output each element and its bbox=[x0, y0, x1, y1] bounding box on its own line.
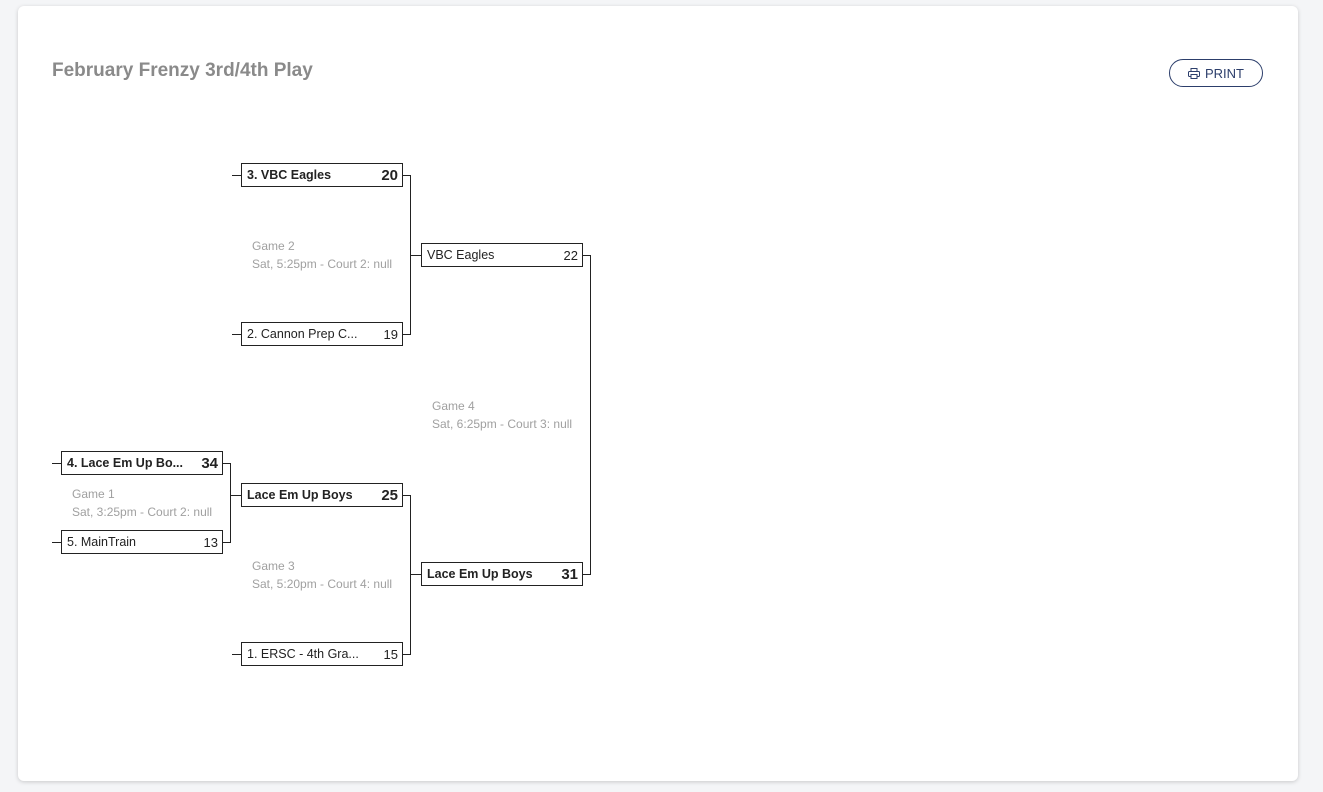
bracket-team-slot[interactable]: 2. Cannon Prep C... 19 bbox=[241, 322, 403, 346]
bracket-team-slot[interactable]: Lace Em Up Boys 25 bbox=[241, 483, 403, 507]
game-info: Game 1 Sat, 3:25pm - Court 2: null bbox=[72, 485, 212, 521]
bracket-team-slot[interactable]: Lace Em Up Boys 31 bbox=[421, 562, 583, 586]
printer-icon bbox=[1188, 67, 1200, 79]
team-name: 1. ERSC - 4th Gra... bbox=[247, 647, 359, 661]
game-time: Sat, 5:25pm - Court 2: null bbox=[252, 257, 393, 271]
game-time: Sat, 5:20pm - Court 4: null bbox=[252, 577, 393, 591]
team-name: VBC Eagles bbox=[427, 248, 495, 262]
team-score: 20 bbox=[381, 166, 398, 184]
team-name: 3. VBC Eagles bbox=[247, 168, 332, 182]
team-name: Lace Em Up Boys bbox=[247, 488, 353, 502]
game-label: Game 1 bbox=[72, 487, 115, 501]
team-score: 15 bbox=[383, 646, 398, 662]
game-label: Game 3 bbox=[252, 559, 295, 573]
bracket-team-slot[interactable]: VBC Eagles 22 bbox=[421, 243, 583, 267]
bracket-team-slot[interactable]: 5. MainTrain 13 bbox=[61, 530, 223, 554]
bracket-team-slot[interactable]: 1. ERSC - 4th Gra... 15 bbox=[241, 642, 403, 666]
game-info: Game 2 Sat, 5:25pm - Court 2: null bbox=[252, 237, 392, 273]
game-label: Game 4 bbox=[432, 399, 475, 413]
print-label: PRINT bbox=[1205, 65, 1244, 81]
page-title: February Frenzy 3rd/4th Play bbox=[52, 60, 313, 81]
game-time: Sat, 3:25pm - Court 2: null bbox=[72, 505, 213, 519]
team-score: 13 bbox=[203, 534, 218, 550]
team-name: 4. Lace Em Up Bo... bbox=[67, 456, 184, 470]
team-score: 22 bbox=[563, 247, 578, 263]
game-time: Sat, 6:25pm - Court 3: null bbox=[432, 417, 573, 431]
team-name: Lace Em Up Boys bbox=[427, 567, 533, 581]
team-score: 34 bbox=[201, 454, 218, 472]
bracket-card bbox=[18, 6, 1298, 781]
team-score: 19 bbox=[383, 326, 398, 342]
bracket-team-slot[interactable]: 4. Lace Em Up Bo... 34 bbox=[61, 451, 223, 475]
print-button[interactable]: PRINT bbox=[1169, 59, 1263, 87]
game-label: Game 2 bbox=[252, 239, 295, 253]
team-score: 31 bbox=[561, 565, 578, 583]
team-score: 25 bbox=[381, 486, 398, 504]
bracket-team-slot[interactable]: 3. VBC Eagles 20 bbox=[241, 163, 403, 187]
team-name: 2. Cannon Prep C... bbox=[247, 327, 358, 341]
game-info: Game 4 Sat, 6:25pm - Court 3: null bbox=[432, 397, 572, 433]
game-info: Game 3 Sat, 5:20pm - Court 4: null bbox=[252, 557, 392, 593]
team-name: 5. MainTrain bbox=[67, 535, 137, 549]
